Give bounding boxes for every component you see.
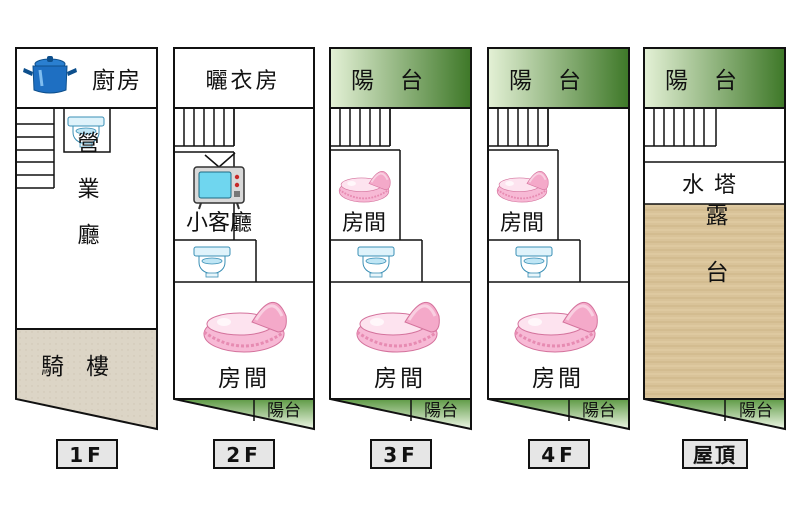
- baby-cradle-icon: [338, 170, 392, 204]
- room-front-balcony: 陽台: [509, 68, 607, 94]
- svg-text:屋頂: 屋頂: [693, 443, 737, 467]
- svg-text:3F: 3F: [383, 443, 419, 467]
- floor-label-3f: 3F: [370, 439, 432, 469]
- staircase: [643, 107, 705, 147]
- svg-text:2F: 2F: [226, 443, 262, 467]
- room-balcony: 陽台: [582, 401, 616, 421]
- room-balcony: 陽台: [424, 401, 458, 421]
- room-small-bedroom: 房間: [342, 211, 386, 236]
- room-business-hall: 營業廳: [74, 131, 100, 269]
- floor-roof: 陽台 水塔 露台 陽台: [643, 47, 786, 431]
- television-icon: [193, 152, 245, 210]
- floor-4f: 陽台 房間 房間 陽台: [487, 47, 630, 431]
- room-small-bedroom: 房間: [500, 211, 544, 236]
- room-laundry: 曬衣房: [205, 69, 280, 94]
- room-terrace: 露台: [701, 203, 728, 317]
- room-water-tower: 水塔: [682, 173, 746, 198]
- room-balcony: 陽台: [267, 401, 301, 421]
- room-living-room: 小客廳: [186, 211, 252, 236]
- floor-2f: 曬衣房 小客廳 房間 陽台: [173, 47, 315, 431]
- room-arcade: 騎樓: [41, 354, 131, 380]
- floor-3f: 陽台 房間 房間 陽台: [329, 47, 472, 431]
- floor-label-2f: 2F: [213, 439, 275, 469]
- floor-label-roof: 屋頂: [682, 439, 748, 469]
- baby-cradle-icon: [202, 300, 288, 354]
- cooking-pot-icon: [23, 56, 77, 94]
- svg-text:1F: 1F: [69, 443, 105, 467]
- room-bedroom: 房間: [218, 366, 270, 392]
- room-bedroom: 房間: [374, 366, 426, 392]
- staircase: [16, 108, 55, 189]
- svg-text:4F: 4F: [541, 443, 577, 467]
- baby-cradle-icon: [355, 300, 441, 354]
- toilet-icon: [193, 246, 231, 278]
- room-front-balcony: 陽台: [351, 68, 449, 94]
- toilet-icon: [357, 246, 395, 278]
- baby-cradle-icon: [513, 300, 599, 354]
- room-balcony: 陽台: [739, 401, 773, 421]
- staircase: [329, 107, 391, 147]
- floor-label-1f: 1F: [56, 439, 118, 469]
- floor-label-4f: 4F: [528, 439, 590, 469]
- staircase: [173, 107, 235, 147]
- room-front-balcony: 陽台: [665, 68, 763, 94]
- room-bedroom: 房間: [532, 366, 584, 392]
- baby-cradle-icon: [496, 170, 550, 204]
- room-kitchen: 廚房: [92, 68, 142, 94]
- toilet-icon: [515, 246, 553, 278]
- staircase: [487, 107, 549, 147]
- floor-1f: 廚房 營業廳 騎樓: [15, 47, 158, 431]
